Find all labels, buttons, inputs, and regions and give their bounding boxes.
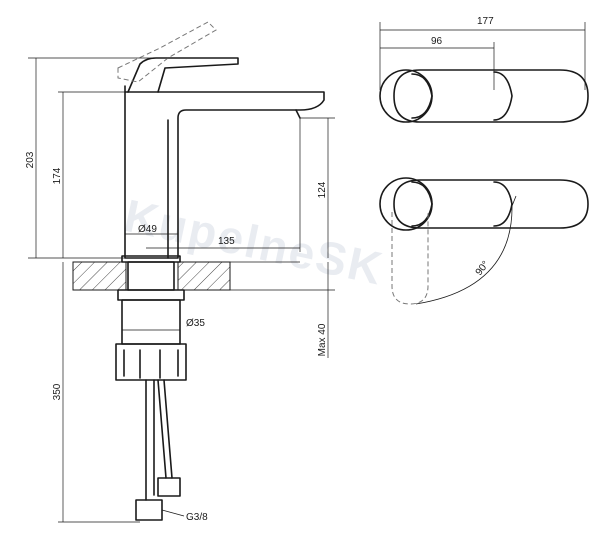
top-body-outline bbox=[393, 69, 589, 123]
top-handle-curve bbox=[411, 73, 433, 119]
top-handle-end bbox=[493, 71, 513, 121]
hose-thread-label: G3/8 bbox=[186, 512, 208, 523]
hose-fitting-left bbox=[135, 499, 163, 521]
hose-fitting-right bbox=[157, 477, 181, 497]
rotated-handle-end bbox=[493, 181, 513, 227]
supply-hoses bbox=[135, 379, 181, 521]
shank-diameter-label: Ø35 bbox=[186, 318, 205, 329]
countertop-section bbox=[72, 261, 300, 291]
faucet-body bbox=[124, 85, 325, 259]
mounting-nut bbox=[115, 343, 187, 381]
top-view-closed: 177 96 bbox=[379, 16, 589, 123]
spout-clearance-label: 124 bbox=[317, 181, 328, 198]
body-height-label: 174 bbox=[52, 167, 63, 184]
hose-right bbox=[157, 379, 167, 479]
base-flange bbox=[121, 255, 181, 263]
max-thickness-label: Max 40 bbox=[317, 323, 328, 356]
washer bbox=[117, 289, 185, 301]
countertop-right bbox=[177, 261, 231, 291]
rotated-handle-dashed bbox=[391, 212, 429, 305]
rotation-angle-label: 90° bbox=[474, 259, 492, 278]
lever-handle bbox=[127, 57, 239, 93]
countertop-left bbox=[72, 261, 127, 291]
lever-handle-raised bbox=[117, 21, 217, 83]
spout-reach-label: 135 bbox=[218, 236, 235, 247]
rotated-handle-curve bbox=[411, 181, 433, 227]
watermark: KupelneSK bbox=[120, 189, 388, 295]
handle-length-label: 96 bbox=[431, 36, 443, 47]
hose-length-label: 350 bbox=[52, 383, 63, 400]
height-total-label: 203 bbox=[25, 151, 36, 168]
total-length-label: 177 bbox=[477, 16, 494, 27]
rotated-body-outline bbox=[393, 179, 589, 229]
arc-arrowhead bbox=[509, 195, 517, 208]
spout-tip bbox=[295, 109, 301, 119]
shank-tube bbox=[127, 261, 175, 291]
hose-right-b bbox=[163, 379, 173, 479]
base-diameter-label: Ø49 bbox=[138, 224, 157, 235]
top-view-rotated: 90° bbox=[379, 177, 589, 305]
threaded-shank bbox=[121, 299, 181, 345]
mounting-assembly bbox=[115, 261, 187, 381]
rotation-arc bbox=[415, 203, 513, 305]
side-dimensions: 203 174 350 124 Max 40 Ø49 135 Ø35 G3/8 bbox=[25, 57, 335, 523]
